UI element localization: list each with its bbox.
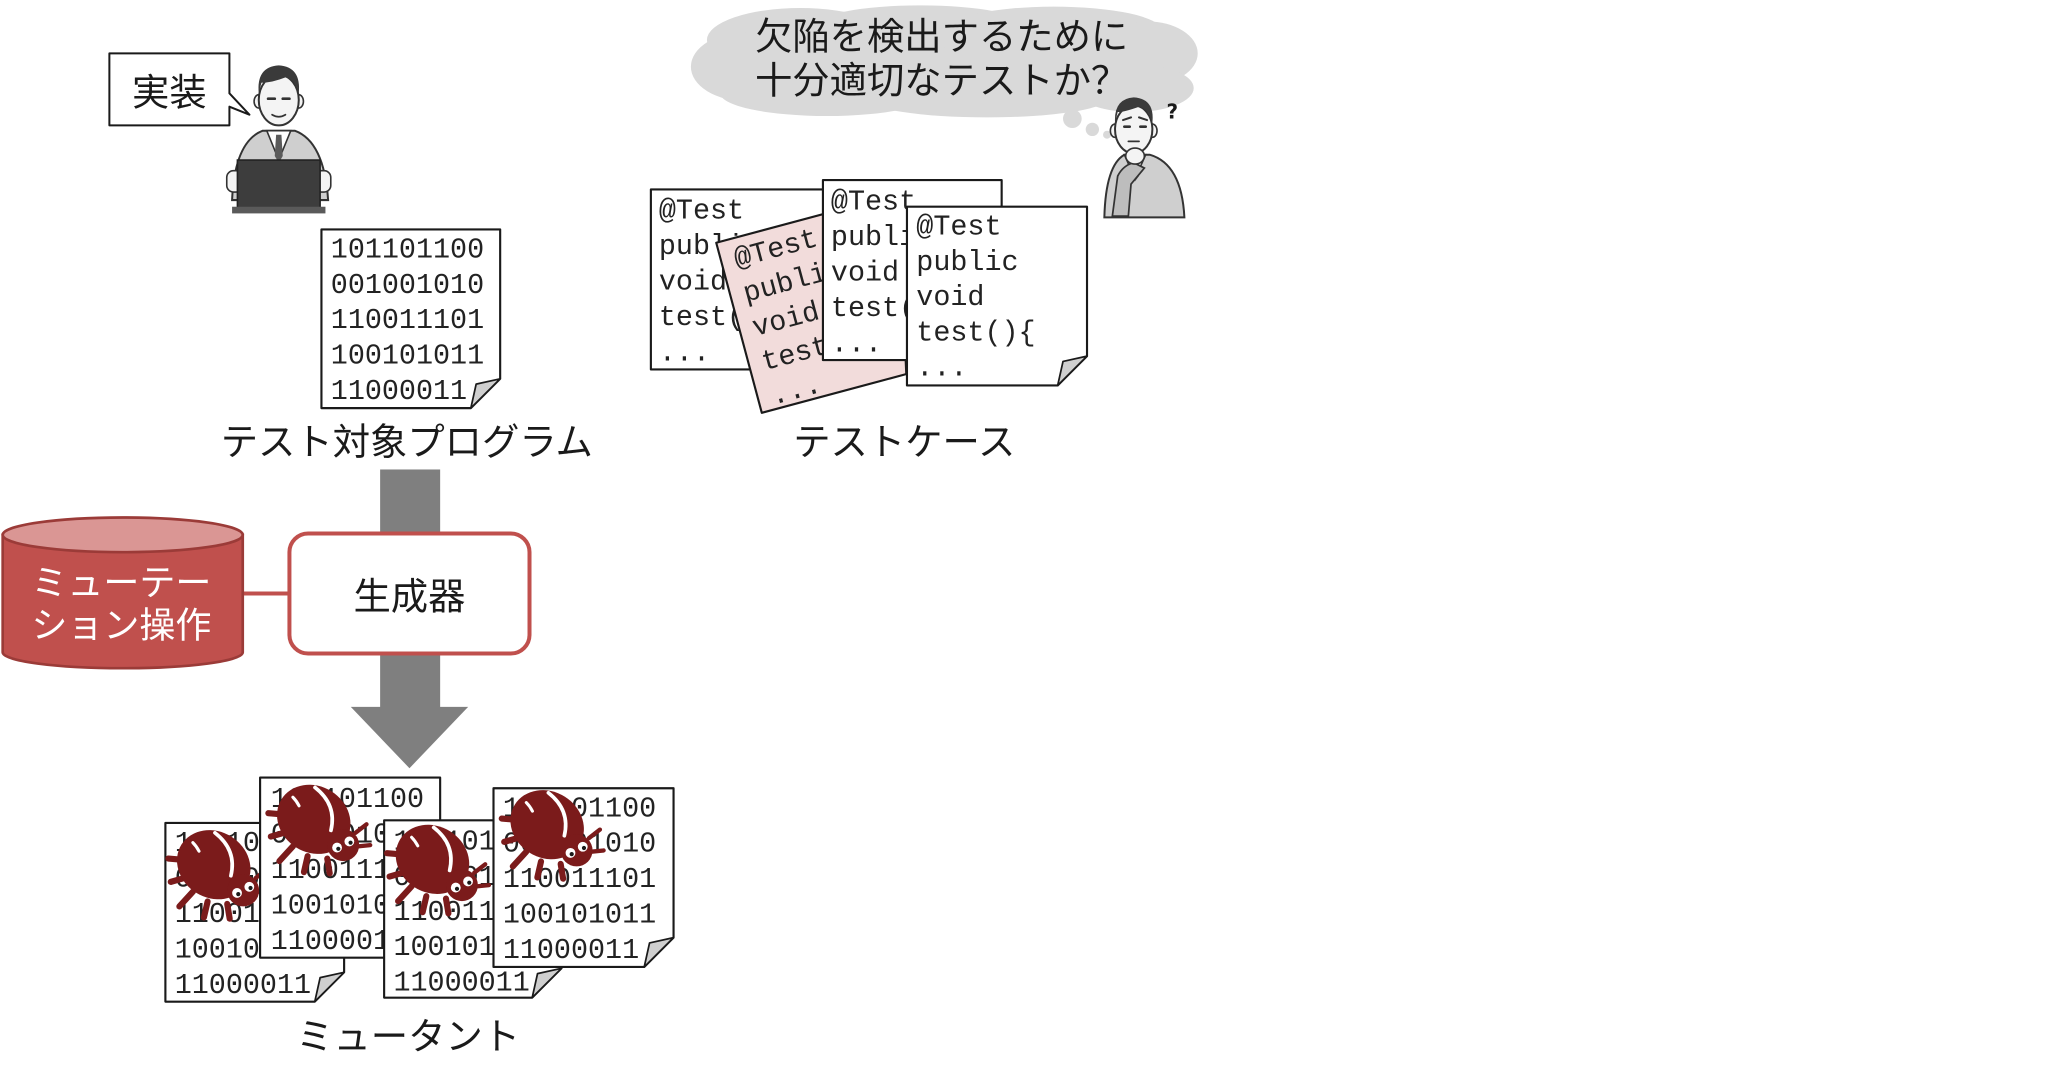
document-text-line: @Test	[659, 195, 744, 228]
document-text-line: 11000011	[331, 375, 467, 408]
thought-text-line: 十分適切なテストか？	[755, 58, 1128, 102]
document-text-line: 100101011	[503, 899, 656, 932]
document-text-line: void	[916, 281, 984, 314]
document-text-line: 101101100	[331, 233, 484, 266]
cloud-part	[866, 80, 1108, 118]
speech-bubble-text: 実装	[132, 70, 207, 114]
document-text-line: 110011101	[331, 304, 484, 337]
document-text-line: 11000011	[175, 969, 311, 1002]
test-cases-label: テストケース	[793, 420, 1015, 464]
document-text-line: 11000011	[393, 966, 529, 999]
thought-dot	[1103, 130, 1112, 139]
program-label: テスト対象プログラム	[221, 420, 593, 464]
mutation-operators-label-line: ション操作	[31, 606, 211, 647]
document-text-line: ...	[916, 352, 967, 385]
raised-arm	[1111, 161, 1146, 217]
document-folded-corner	[469, 377, 502, 409]
database-top	[1, 516, 245, 554]
document-text-line: 100101011	[331, 339, 484, 372]
document-text-line: void	[659, 266, 727, 299]
document-text-line: test(){	[916, 316, 1035, 349]
generator-label: 生成器	[353, 575, 465, 619]
mutants-label: ミュータント	[296, 1015, 520, 1059]
program-document: 1011011000010010101100111011001010111100…	[320, 228, 502, 410]
speech-bubble-shape	[108, 52, 251, 127]
mouth	[271, 113, 287, 118]
document-text-line: 110011101	[503, 863, 656, 896]
necktie	[274, 134, 283, 163]
thought-dot	[1063, 109, 1082, 129]
document-text-line: ...	[831, 327, 882, 360]
thought-dot	[1085, 122, 1100, 137]
laptop-base	[232, 206, 326, 214]
document-folded-corner	[313, 971, 345, 1003]
document-folded-corner	[1056, 355, 1088, 387]
face	[1114, 104, 1154, 155]
document-text-line: 11000011	[503, 934, 639, 967]
thought-text-line: 欠陥を検出するために	[755, 14, 1128, 58]
eyebrows	[1122, 116, 1149, 122]
question-mark: ?	[1167, 100, 1179, 124]
laptop-lid	[236, 159, 321, 212]
document-folded-corner	[643, 936, 675, 968]
document-text-line: 001001010	[331, 269, 484, 302]
document-text-line: ...	[659, 337, 710, 370]
generator-frame	[287, 531, 532, 656]
test-case-document: @Testpublicvoidtest(){...	[905, 205, 1089, 387]
implementer-speech-bubble: 実装	[108, 52, 251, 127]
thought-cloud	[690, 5, 1198, 139]
document-folded-corner	[531, 967, 563, 999]
mutation-operators-label-line: ミューテー	[31, 563, 211, 604]
arrow-head	[350, 706, 469, 769]
generator-box: 生成器	[287, 531, 532, 656]
document-text-line: void	[831, 256, 899, 289]
document-text-line: public	[916, 246, 1018, 279]
hand-on-chin	[1124, 147, 1146, 165]
person-at-laptop-icon	[225, 65, 332, 214]
mutation-operators-database: ミューテー ション操作	[1, 516, 245, 670]
document-text-line: @Test	[916, 211, 1001, 244]
cloud-part	[1073, 64, 1194, 113]
database-body	[1, 533, 245, 670]
hair	[258, 65, 300, 94]
document-text-line: @Test	[831, 185, 916, 218]
hair	[1114, 97, 1153, 123]
thinking-person-icon: ?	[1103, 97, 1186, 219]
